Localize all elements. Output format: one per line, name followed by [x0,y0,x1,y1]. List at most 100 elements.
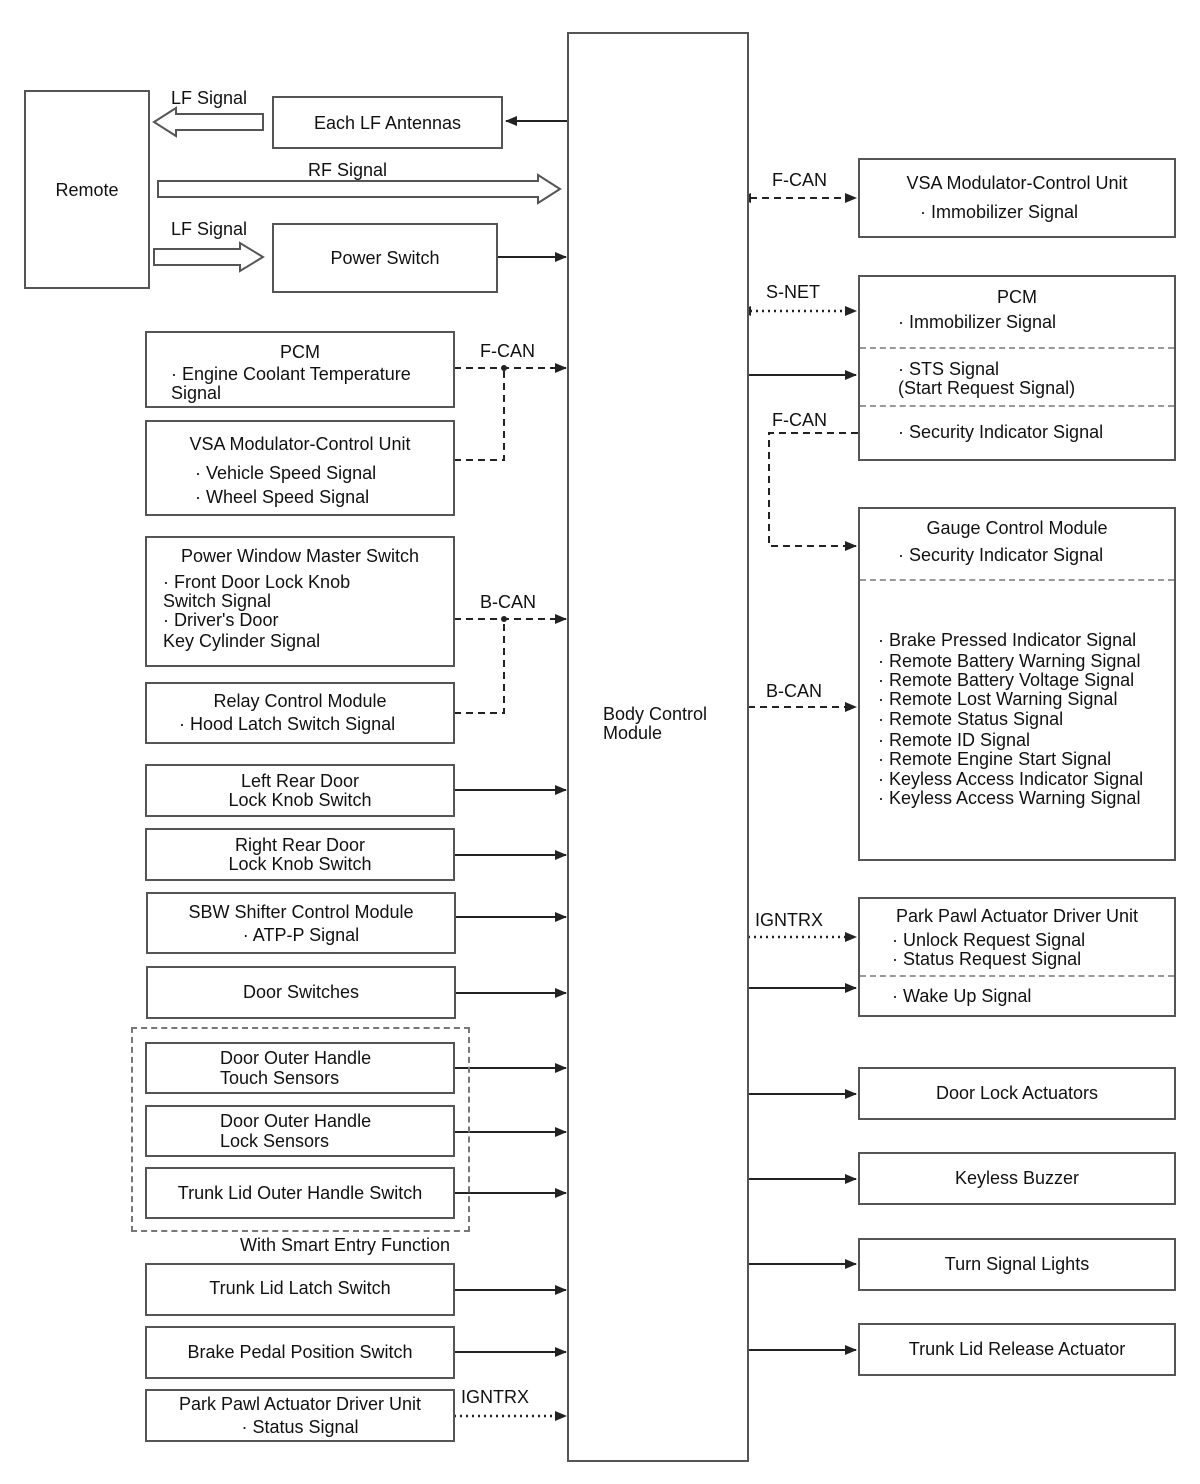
pcm-right-title: PCM [997,287,1037,307]
fcan-right-2-label: F-CAN [772,410,827,430]
gauge-item: · Remote Lost Warning Signal [878,689,1118,709]
trunk-outer-handle-box: Trunk Lid Outer Handle Switch [145,1167,455,1219]
igntrx-left-label: IGNTRX [461,1387,530,1407]
gauge-divider [860,579,1174,581]
buzzer-label: Keyless Buzzer [954,1168,1080,1188]
door-switches-label: Door Switches [242,982,360,1002]
park-pawl-right-line2: · Status Request Signal [892,949,1082,969]
park-pawl-right-box: Park Pawl Actuator Driver Unit · Unlock … [858,897,1176,1017]
gauge-item: · Keyless Access Indicator Signal [878,769,1144,789]
lock-line2: Lock Sensors [220,1131,330,1151]
vsa-right-line1: · Immobilizer Signal [920,202,1079,222]
keyless-buzzer-box: Keyless Buzzer [858,1152,1176,1205]
pwms-line3: · Driver's Door [163,610,279,630]
power-switch-box: Power Switch [272,223,498,293]
left-rear-line2: Lock Knob Switch [228,790,372,810]
trunk-release-label: Trunk Lid Release Actuator [908,1339,1126,1359]
pcm-right-line1: · Immobilizer Signal [898,312,1057,332]
park-pawl-right-line1: · Unlock Request Signal [892,930,1086,950]
remote-box: Remote [24,90,150,289]
park-pawl-right-line3: · Wake Up Signal [892,986,1032,1006]
remote-label: Remote [55,180,119,200]
igntrx-right-label: IGNTRX [755,910,824,930]
pwms-title: Power Window Master Switch [180,546,420,566]
pcm-left-title: PCM [280,342,320,362]
fcan-right-1-label: F-CAN [772,170,827,190]
gauge-item: · Remote Battery Warning Signal [878,651,1141,671]
right-rear-door-box: Right Rear Door Lock Knob Switch [145,828,455,881]
sbw-title: SBW Shifter Control Module [188,902,414,922]
rf-signal-label: RF Signal [308,160,388,180]
pcm-left-line2: Signal [171,383,222,403]
gauge-item: · Remote Engine Start Signal [878,749,1112,769]
door-outer-handle-lock-box: Door Outer Handle Lock Sensors [145,1105,455,1157]
relay-control-module-box: Relay Control Module · Hood Latch Switch… [145,682,455,744]
door-outer-handle-touch-box: Door Outer Handle Touch Sensors [145,1042,455,1094]
relay-line1: · Hood Latch Switch Signal [179,714,396,734]
bcm-line1: Body Control [603,704,708,724]
park-pawl-right-title: Park Pawl Actuator Driver Unit [895,906,1139,926]
left-rear-door-box: Left Rear Door Lock Knob Switch [145,764,455,817]
relay-title: Relay Control Module [213,691,387,711]
trunk-latch-box: Trunk Lid Latch Switch [145,1263,455,1316]
bcan-left-label: B-CAN [480,592,537,612]
vsa-left-line1: · Vehicle Speed Signal [195,463,377,483]
touch-line2: Touch Sensors [220,1068,340,1088]
gauge-item: · Keyless Access Warning Signal [878,788,1141,808]
pcm-right-line3: (Start Request Signal) [898,378,1076,398]
door-lock-actuators-box: Door Lock Actuators [858,1067,1176,1120]
brake-pedal-box: Brake Pedal Position Switch [145,1326,455,1379]
gauge-item: · Brake Pressed Indicator Signal [878,630,1137,650]
lf-signal-2-label: LF Signal [171,219,248,239]
touch-line1: Door Outer Handle [220,1048,372,1068]
pcm-right-line2: · STS Signal [898,359,1000,379]
pcm-right-box: PCM · Immobilizer Signal · STS Signal (S… [858,275,1176,461]
pcm-right-divider-1 [860,347,1174,349]
power-switch-label: Power Switch [330,248,440,268]
gauge-item: · Remote Status Signal [878,709,1064,729]
park-pawl-right-divider [860,975,1174,977]
smart-entry-group [131,1027,470,1232]
right-rear-line2: Lock Knob Switch [228,854,372,874]
gauge-item: · Remote Battery Voltage Signal [878,670,1135,690]
power-window-master-switch-box: Power Window Master Switch · Front Door … [145,536,455,667]
pwms-line4: Key Cylinder Signal [163,631,321,651]
vsa-right-box: VSA Modulator-Control Unit · Immobilizer… [858,158,1176,238]
sbw-line1: · ATP-P Signal [242,925,360,945]
pcm-right-line4: · Security Indicator Signal [898,422,1104,442]
park-pawl-left-title: Park Pawl Actuator Driver Unit [178,1394,422,1414]
park-pawl-left-box: Park Pawl Actuator Driver Unit · Status … [145,1389,455,1442]
fcan-left-label: F-CAN [480,341,535,361]
lf-signal-hollow-arrow [152,106,264,138]
gauge-title: Gauge Control Module [926,518,1108,538]
pwms-line2: Switch Signal [163,591,272,611]
body-control-module-box: Body Control Module [567,32,749,1462]
rf-signal-hollow-arrow [157,173,562,205]
gauge-line1: · Security Indicator Signal [898,545,1104,565]
trunk-outer-label: Trunk Lid Outer Handle Switch [177,1183,423,1203]
park-pawl-left-line1: · Status Signal [241,1417,359,1437]
door-switches-box: Door Switches [146,966,456,1019]
lf-antennas-label: Each LF Antennas [313,113,462,133]
sbw-shifter-box: SBW Shifter Control Module · ATP-P Signa… [146,892,456,954]
trunk-latch-label: Trunk Lid Latch Switch [209,1278,391,1298]
pcm-right-divider-2 [860,405,1174,407]
bcan-right-label: B-CAN [766,681,823,701]
turn-label: Turn Signal Lights [944,1254,1090,1274]
bcm-line2: Module [603,723,663,743]
pwms-line1: · Front Door Lock Knob [163,572,351,592]
trunk-lid-release-box: Trunk Lid Release Actuator [858,1323,1176,1376]
pcm-left-box: PCM · Engine Coolant Temperature Signal [145,331,455,408]
snet-label: S-NET [766,282,820,302]
turn-signal-lights-box: Turn Signal Lights [858,1238,1176,1291]
vsa-left-box: VSA Modulator-Control Unit · Vehicle Spe… [145,420,455,516]
lf-signal-label: LF Signal [171,88,248,108]
right-rear-line1: Right Rear Door [234,835,366,855]
vsa-left-title: VSA Modulator-Control Unit [189,434,411,454]
left-rear-line1: Left Rear Door [240,771,360,791]
gauge-control-module-box: Gauge Control Module · Security Indicato… [858,507,1176,861]
lf-signal-2-hollow-arrow [153,241,265,273]
gauge-item: · Remote ID Signal [878,730,1031,750]
lf-antennas-box: Each LF Antennas [272,96,503,149]
